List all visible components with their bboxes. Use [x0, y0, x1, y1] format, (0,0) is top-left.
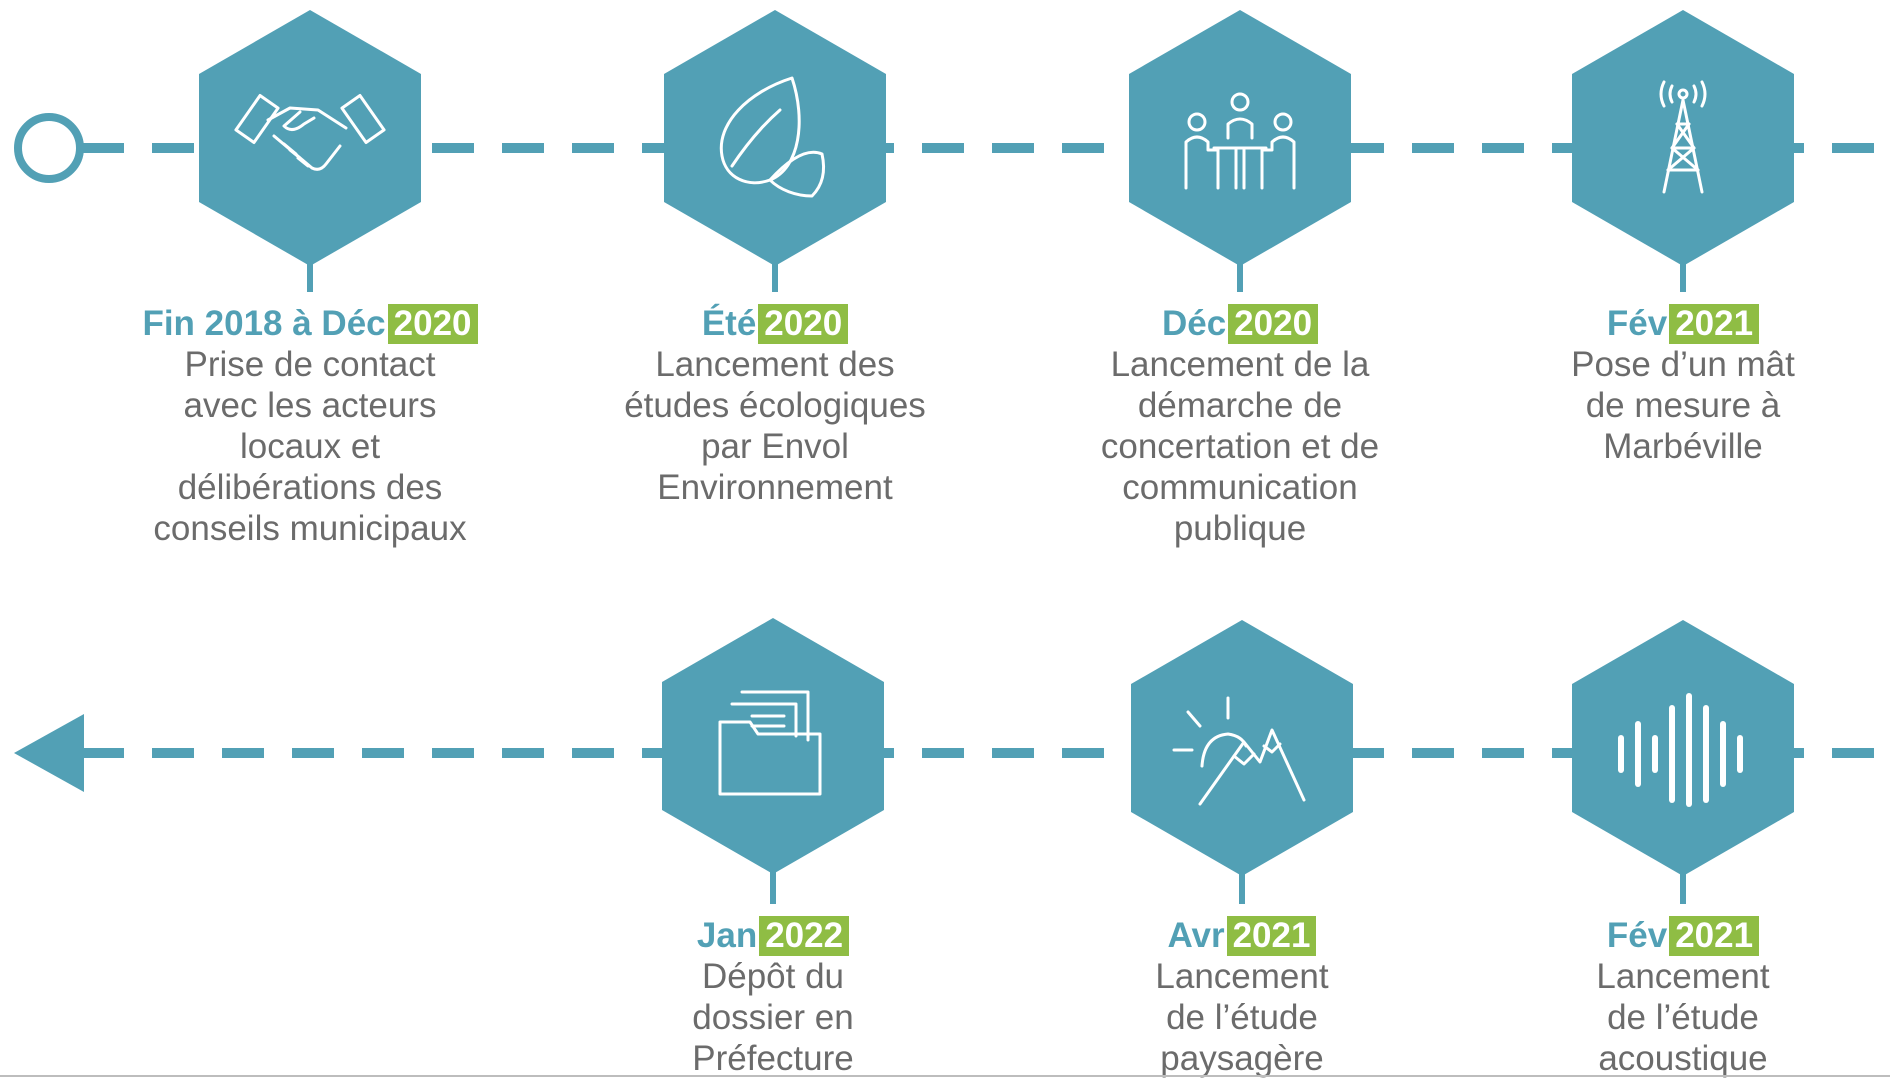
year-badge: 2020 — [387, 304, 478, 344]
milestone-label: Fév — [1606, 304, 1668, 343]
milestone-5-marker — [1572, 620, 1794, 904]
leaf-icon — [719, 76, 826, 198]
year-badge: 2021 — [1669, 304, 1760, 344]
year-badge: 2021 — [1669, 916, 1760, 956]
handshake-icon — [234, 93, 386, 171]
timeline-end-arrow — [14, 714, 84, 792]
milestone-4-marker — [1572, 10, 1794, 292]
milestone-label: Été — [701, 304, 757, 343]
mountain-sun-icon — [1172, 696, 1306, 806]
milestone-label: Jan — [696, 916, 758, 955]
milestone-3-marker — [1129, 10, 1351, 292]
milestone-description: Prise de contact avec les acteurs locaux… — [153, 345, 467, 548]
milestone-label: Fév — [1606, 916, 1668, 955]
bottom-divider — [0, 1075, 1890, 1077]
milestone-description: Dépôt du dossier en Préfecture — [692, 957, 854, 1078]
year-badge: 2020 — [758, 304, 849, 344]
meeting-icon — [1184, 92, 1296, 190]
year-badge: 2021 — [1226, 916, 1317, 956]
antenna-tower-icon — [1659, 80, 1707, 194]
milestone-description: Pose d’un mât de mesure à Marbéville — [1571, 345, 1795, 466]
folder-icon — [718, 690, 822, 796]
milestone-1-marker — [199, 10, 421, 292]
milestone-description: Lancement de l’étude paysagère — [1155, 957, 1329, 1078]
timeline-start-circle — [14, 113, 84, 183]
milestone-6-marker — [1131, 620, 1353, 904]
milestone-description: Lancement de l’étude acoustique — [1596, 957, 1770, 1078]
milestone-7-marker — [662, 618, 884, 904]
milestone-2-marker — [664, 10, 886, 292]
year-badge: 2020 — [1228, 304, 1319, 344]
sound-wave-icon — [1618, 693, 1743, 807]
milestone-description: Lancement de la démarche de concertation… — [1100, 345, 1380, 548]
milestone-description: Lancement des études écologiques par Env… — [624, 345, 926, 507]
year-badge: 2022 — [759, 916, 850, 956]
milestone-label: Déc — [1161, 304, 1227, 343]
milestone-label: Fin 2018 à Déc — [142, 304, 386, 343]
milestone-label: Avr — [1167, 916, 1225, 955]
